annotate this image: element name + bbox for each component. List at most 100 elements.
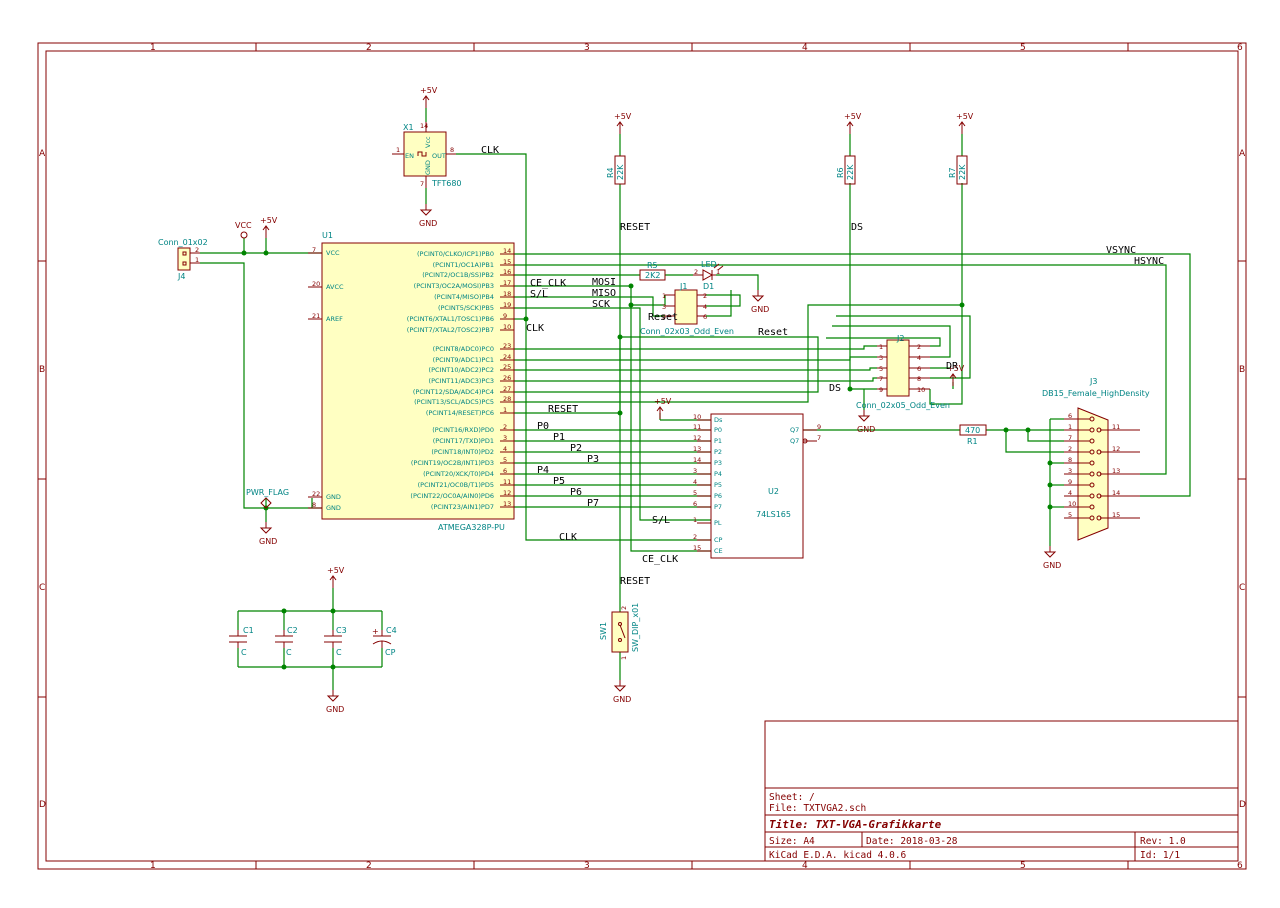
d1-pin-1: 1 xyxy=(716,268,720,276)
u1-pin-number: 2 xyxy=(503,423,507,431)
frame-col-2-top: 2 xyxy=(366,43,372,53)
frame-row-c-right: C xyxy=(1239,583,1245,593)
c4-capacitor[interactable]: C4 CP + xyxy=(372,626,397,657)
x1-pin-out: OUT xyxy=(432,152,446,160)
j3-pin-number: 5 xyxy=(1068,511,1072,519)
u2-ref: U2 xyxy=(768,487,779,496)
j2-value: Conn_02x05_Odd_Even xyxy=(856,401,950,410)
j3-pin-number: 13 xyxy=(1112,467,1120,475)
plus5v-label: +5V xyxy=(614,112,632,121)
u1-pin-name: (PCINT12/SDA/ADC4)PC4 xyxy=(413,388,494,396)
r5-resistor[interactable]: 2K2 R5 xyxy=(639,261,666,281)
j2-pin-6: 6 xyxy=(917,365,921,373)
x1-pin-7: 7 xyxy=(420,180,424,188)
u1-pin-number: 22 xyxy=(312,490,320,498)
label-p1: P1 xyxy=(553,432,565,443)
label-ce-clk-u2: CE_CLK xyxy=(642,554,678,565)
x1-pin-8: 8 xyxy=(450,146,454,154)
u1-pin-number: 8 xyxy=(312,501,316,509)
r7-resistor[interactable]: 22K R7 xyxy=(948,155,968,185)
r1-resistor[interactable]: 470 R1 xyxy=(959,424,987,446)
c1-capacitor[interactable]: C1 C xyxy=(229,626,254,657)
j2-pin-9: 9 xyxy=(879,386,883,394)
title-block-date: Date: 2018-03-28 xyxy=(866,836,958,847)
u1-pin-number: 23 xyxy=(503,342,511,350)
c4-ref: C4 xyxy=(386,626,397,635)
u2-pin-number: 13 xyxy=(693,445,701,453)
j3-pin-contact xyxy=(1089,460,1095,466)
j4-connector[interactable]: 2 1 Conn_01x02 J4 xyxy=(158,238,208,281)
u1-pin-number: 25 xyxy=(503,363,511,371)
j3-db15[interactable]: J3 DB15_Female_HighDensity 6172839410511… xyxy=(1042,377,1150,541)
d1-led[interactable]: LED D1 2 1 xyxy=(693,260,724,291)
label-ds-top: DS xyxy=(851,222,863,233)
u2-pin-number: 6 xyxy=(693,500,697,508)
c2-ref: C2 xyxy=(287,626,298,635)
u2-pin-number: 4 xyxy=(693,478,697,486)
u2-pin-name: P1 xyxy=(714,437,722,445)
u2-pin-name: P3 xyxy=(714,459,722,467)
u2-pin-name: P2 xyxy=(714,448,722,456)
d1-value: LED xyxy=(701,260,717,269)
j2-pin-10: 10 xyxy=(917,386,925,394)
label-p2: P2 xyxy=(570,443,582,454)
j2-connector[interactable]: 1 2 3 4 5 6 7 8 9 10 J2 Conn_02x05_Odd_E… xyxy=(856,334,950,410)
gnd-icon xyxy=(419,209,433,216)
j4-pin-2: 2 xyxy=(195,246,199,254)
u2-pin-number: 5 xyxy=(693,489,697,497)
frame-col-5-top: 5 xyxy=(1020,43,1026,53)
c3-capacitor[interactable]: C3 C xyxy=(324,626,347,657)
svg-text:+: + xyxy=(372,627,379,636)
c3-ref: C3 xyxy=(336,626,347,635)
wires xyxy=(200,108,1191,690)
u1-pin-name: (PCINT18/INT0)PD2 xyxy=(431,448,494,456)
label-ce-clk: CE_CLK xyxy=(530,278,566,289)
u2-pin-name: CP xyxy=(714,536,723,544)
gnd-label: GND xyxy=(1043,561,1061,570)
label-p5: P5 xyxy=(553,476,565,487)
j3-value: DB15_Female_HighDensity xyxy=(1042,389,1150,398)
r4-value: 22K xyxy=(616,164,625,180)
u1-pin-number: 27 xyxy=(503,385,511,393)
u1-pin-number: 18 xyxy=(503,290,511,298)
j3-pin-contact xyxy=(1096,471,1102,477)
vcc-label: VCC xyxy=(235,221,252,230)
u1-pin-name: AREF xyxy=(326,315,343,323)
j3-pin-number: 15 xyxy=(1112,511,1120,519)
label-reset-pc6: RESET xyxy=(548,404,578,415)
u1-pin-number: 19 xyxy=(503,301,511,309)
j3-pin-contact xyxy=(1089,449,1095,455)
c2-capacitor[interactable]: C2 C xyxy=(275,626,298,657)
label-sck: SCK xyxy=(592,299,610,310)
plus5v-label: +5V xyxy=(947,364,965,373)
u2-pin-name: PL xyxy=(714,519,722,527)
j3-ref: J3 xyxy=(1089,377,1097,386)
title-block-tool: KiCad E.D.A. kicad 4.0.6 xyxy=(769,850,907,861)
u2-pin-number: 2 xyxy=(693,533,697,541)
u1-pin-number: 7 xyxy=(312,246,316,254)
label-reset-sw: RESET xyxy=(620,576,650,587)
label-p6: P6 xyxy=(570,487,582,498)
j4-ref: J4 xyxy=(177,272,185,281)
j2-pin-1: 1 xyxy=(879,343,883,351)
sw1-switch[interactable]: SW1 SW_DIP_x01 2 1 xyxy=(599,603,640,660)
plus5v-label: +5V xyxy=(420,86,438,95)
frame-row-d-left: D xyxy=(39,800,46,810)
r6-resistor[interactable]: 22K R6 xyxy=(836,155,856,185)
r4-ref: R4 xyxy=(606,167,615,178)
label-dr: DR xyxy=(946,361,959,372)
r6-ref: R6 xyxy=(836,167,845,178)
u1-ref: U1 xyxy=(322,231,333,240)
r4-resistor[interactable]: 22K R4 xyxy=(606,155,626,185)
x1-oscillator[interactable]: X1 TFT680 EN OUT Vcc GND 1 8 14 7 xyxy=(392,122,462,188)
label-sl-u2: S/L xyxy=(652,515,670,526)
label-p3: P3 xyxy=(587,454,599,465)
gnd-icon xyxy=(751,295,765,302)
u1-pin-name: (PCINT4/MISO)PB4 xyxy=(434,293,494,301)
u2-pin-number: 7 xyxy=(817,434,821,442)
j1-connector[interactable]: 1 2 3 4 5 6 J1 Conn_02x03_Odd_Even xyxy=(640,282,734,336)
plus5v-arrow-icon xyxy=(422,95,430,101)
j3-pin-contact xyxy=(1089,504,1095,510)
